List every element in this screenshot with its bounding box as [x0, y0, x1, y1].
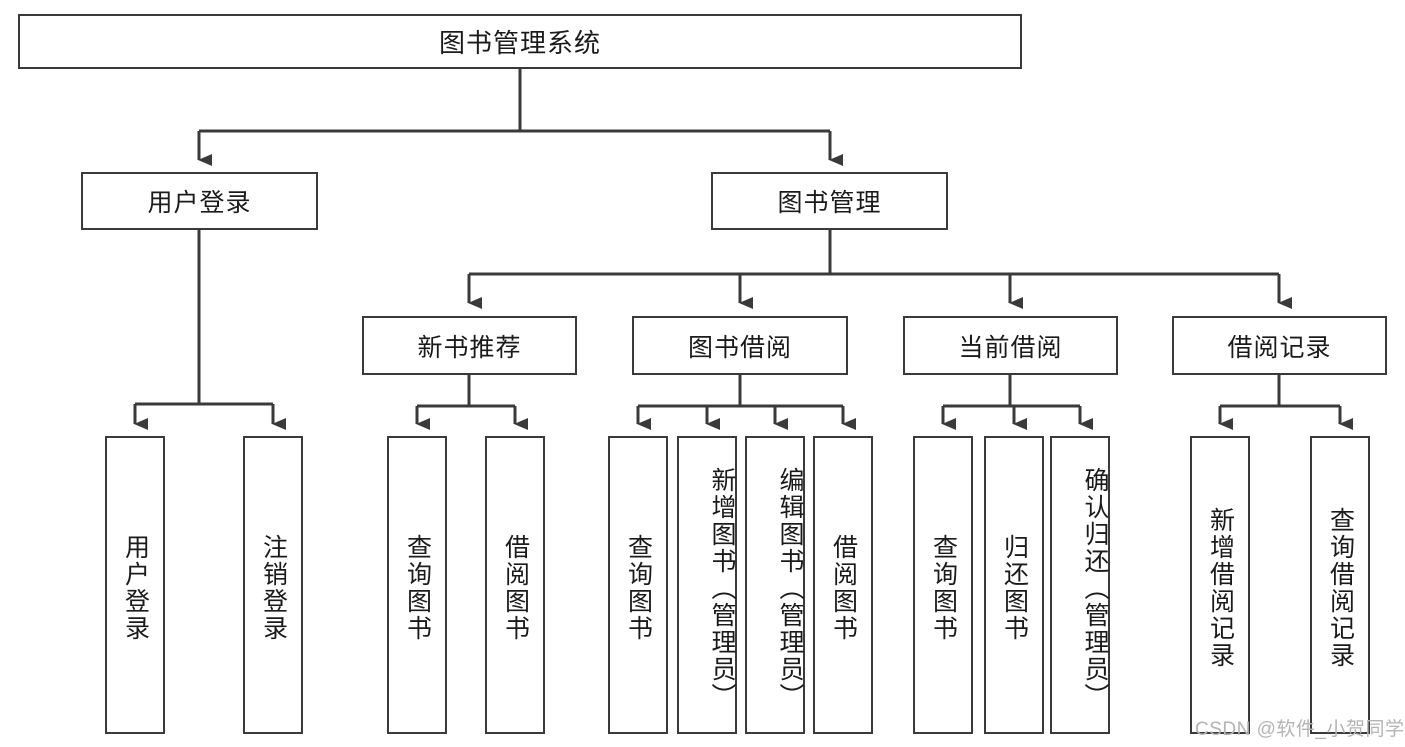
node-leaf-add-book-admin-label: 新增图书（管理员） — [708, 466, 736, 710]
node-new-book-recommend-label: 新书推荐 — [417, 333, 522, 362]
node-leaf-query-book-3[interactable]: 查询图书 — [913, 436, 973, 734]
node-root[interactable]: 图书管理系统 — [18, 14, 1022, 69]
node-leaf-return-book[interactable]: 归还图书 — [984, 436, 1044, 734]
node-leaf-borrow-book-1[interactable]: 借阅图书 — [485, 436, 545, 734]
node-leaf-query-borrow-record[interactable]: 查询借阅记录 — [1310, 436, 1370, 734]
node-leaf-edit-book-admin[interactable]: 编辑图书（管理员） — [745, 436, 805, 734]
node-leaf-query-borrow-record-label: 查询借阅记录 — [1326, 507, 1355, 669]
node-leaf-borrow-book-1-label: 借阅图书 — [501, 534, 530, 642]
node-leaf-edit-book-admin-label: 编辑图书（管理员） — [776, 466, 804, 710]
node-book-management[interactable]: 图书管理 — [711, 172, 948, 230]
node-root-label: 图书管理系统 — [438, 28, 601, 58]
node-book-borrow-label: 图书借阅 — [687, 333, 792, 362]
node-leaf-user-logout[interactable]: 注销登录 — [243, 436, 303, 734]
node-new-book-recommend[interactable]: 新书推荐 — [362, 316, 577, 375]
node-leaf-borrow-book-2[interactable]: 借阅图书 — [813, 436, 873, 734]
node-leaf-confirm-return-admin-label: 确认归还（管理员） — [1081, 466, 1109, 710]
node-borrow-record[interactable]: 借阅记录 — [1172, 316, 1387, 375]
node-user-login-label: 用户登录 — [147, 189, 252, 217]
node-leaf-query-book-1-label: 查询图书 — [403, 534, 432, 642]
node-current-borrow-label: 当前借阅 — [958, 333, 1063, 362]
node-leaf-query-book-2[interactable]: 查询图书 — [608, 436, 668, 734]
node-leaf-query-book-3-label: 查询图书 — [929, 534, 958, 642]
node-leaf-add-borrow-record[interactable]: 新增借阅记录 — [1190, 436, 1250, 734]
node-leaf-borrow-book-2-label: 借阅图书 — [829, 534, 858, 642]
node-borrow-record-label: 借阅记录 — [1227, 333, 1332, 362]
node-leaf-user-login-label: 用户登录 — [121, 534, 150, 642]
node-leaf-query-book-1[interactable]: 查询图书 — [387, 436, 447, 734]
node-leaf-add-book-admin[interactable]: 新增图书（管理员） — [677, 436, 737, 734]
node-user-login[interactable]: 用户登录 — [81, 172, 318, 230]
node-leaf-confirm-return-admin[interactable]: 确认归还（管理员） — [1050, 436, 1110, 734]
node-leaf-query-book-2-label: 查询图书 — [624, 534, 653, 642]
node-leaf-user-logout-label: 注销登录 — [259, 534, 288, 642]
csdn-watermark: CSDN @软件_小贺同学 — [1195, 719, 1405, 740]
node-leaf-user-login[interactable]: 用户登录 — [105, 436, 165, 734]
node-book-management-label: 图书管理 — [777, 189, 882, 217]
node-book-borrow[interactable]: 图书借阅 — [632, 316, 848, 375]
node-leaf-add-borrow-record-label: 新增借阅记录 — [1206, 507, 1235, 669]
node-leaf-return-book-label: 归还图书 — [1000, 534, 1029, 642]
node-current-borrow[interactable]: 当前借阅 — [903, 316, 1118, 375]
